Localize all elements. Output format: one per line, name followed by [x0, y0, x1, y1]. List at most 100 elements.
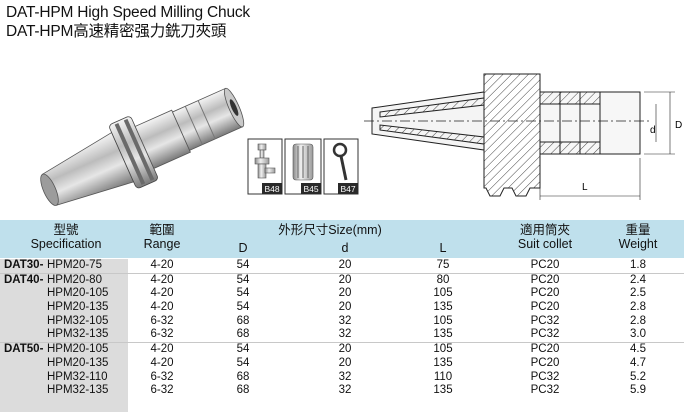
row-model-code: HPM20-105 — [47, 343, 109, 356]
cell-D: 54 — [236, 273, 250, 286]
cell-range: 6-32 — [150, 314, 174, 327]
wrench-icon — [332, 142, 348, 181]
cell-collet: PC20 — [530, 273, 560, 286]
row-model-code: HPM20-80 — [47, 273, 102, 286]
dim-label-D: D — [675, 120, 682, 131]
cell-D: 54 — [236, 301, 250, 314]
table-row: DAT30-HPM20-75 4-20 54 20 75 PC20 1.8 — [0, 259, 684, 273]
cell-d: 20 — [338, 343, 352, 356]
cell-d: 32 — [338, 314, 352, 327]
spec-column-background — [0, 259, 128, 412]
cell-range: 4-20 — [150, 287, 174, 300]
row-series-prefix: DAT40- — [4, 273, 44, 286]
cell-range: 6-32 — [150, 370, 174, 383]
cell-D: 68 — [236, 384, 250, 397]
cell-range: 4-20 — [150, 259, 174, 271]
part-label-b48: B48 — [264, 184, 279, 194]
row-model-code: HPM32-105 — [47, 314, 109, 327]
dim-label-L: L — [582, 182, 588, 193]
cell-D: 54 — [236, 259, 250, 271]
cell-weight: 4.7 — [630, 356, 646, 369]
row-series-prefix: DAT50- — [4, 343, 44, 356]
cell-collet: PC20 — [530, 343, 560, 356]
header-collet-en: Suit collet — [517, 237, 573, 251]
cell-range: 6-32 — [150, 384, 174, 397]
table-header: 型號 Specification 範圍 Range 外形尺寸Size(mm) D… — [0, 220, 684, 258]
row-model-code: HPM20-135 — [47, 356, 109, 369]
cell-d: 20 — [338, 259, 352, 271]
row-model-code: HPM32-135 — [47, 328, 109, 341]
cell-range: 4-20 — [150, 301, 174, 314]
cell-d: 20 — [338, 273, 352, 286]
cell-L: 110 — [433, 370, 453, 383]
cell-weight: 1.8 — [630, 259, 646, 271]
table-row: HPM32-110 6-32 68 32 110 PC32 5.2 — [0, 371, 684, 385]
cell-L: 105 — [433, 314, 453, 327]
header-collet-zh: 適用筒夾 — [519, 223, 570, 237]
technical-drawing — [364, 73, 675, 200]
cell-L: 135 — [433, 384, 453, 397]
header-size: 外形尺寸Size(mm) — [278, 223, 382, 237]
cell-d: 20 — [338, 301, 352, 314]
header-range-zh: 範圍 — [149, 223, 175, 237]
product-illustrations: B48 B45 B47 D d L — [40, 73, 682, 206]
row-model-code: HPM20-135 — [47, 301, 109, 314]
cell-L: 105 — [433, 343, 453, 356]
cell-L: 135 — [433, 301, 453, 314]
part-label-b45: B45 — [303, 184, 318, 194]
row-series-prefix: DAT30- — [4, 259, 44, 271]
cell-D: 54 — [236, 356, 250, 369]
row-model-code: HPM20-75 — [47, 259, 102, 271]
title-english: DAT-HPM High Speed Milling Chuck — [6, 4, 250, 21]
cell-D: 68 — [236, 314, 250, 327]
cell-collet: PC20 — [530, 356, 560, 369]
table-row: HPM20-135 4-20 54 20 135 PC20 2.8 — [0, 301, 684, 315]
row-model-code: HPM32-110 — [47, 370, 108, 383]
cell-weight: 5.9 — [630, 384, 646, 397]
cell-L: 105 — [433, 287, 453, 300]
cell-d: 20 — [338, 356, 352, 369]
cell-D: 54 — [236, 343, 250, 356]
cell-range: 6-32 — [150, 328, 174, 341]
accessory-parts: B48 B45 B47 — [247, 138, 359, 195]
cell-weight: 2.4 — [630, 273, 646, 286]
cell-L: 135 — [433, 328, 453, 341]
cell-weight: 3.0 — [630, 328, 646, 341]
table-row: HPM32-135 6-32 68 32 135 PC32 3.0 — [0, 328, 684, 342]
row-model-code: HPM20-105 — [47, 287, 109, 300]
cell-D: 68 — [236, 328, 250, 341]
header-D: D — [238, 241, 248, 255]
chuck-photo — [40, 87, 245, 206]
header-weight-en: Weight — [618, 237, 658, 251]
cell-collet: PC20 — [530, 301, 560, 314]
cell-collet: PC32 — [530, 314, 560, 327]
cell-range: 4-20 — [150, 356, 174, 369]
row-model-code: HPM32-135 — [47, 384, 109, 397]
cell-collet: PC32 — [530, 328, 560, 341]
cell-collet: PC32 — [530, 384, 560, 397]
header-spec-zh: 型號 — [53, 223, 79, 237]
header-range-en: Range — [143, 237, 181, 251]
title-chinese: DAT-HPM高速精密强力銑刀夾頭 — [6, 23, 227, 40]
pull-stud-icon — [254, 143, 276, 179]
cell-collet: PC20 — [530, 259, 560, 271]
cell-weight: 2.8 — [630, 301, 646, 314]
cell-d: 32 — [338, 328, 352, 341]
header-L: L — [439, 241, 447, 255]
cell-D: 68 — [236, 370, 250, 383]
cell-weight: 5.2 — [630, 370, 646, 383]
collet-icon — [292, 143, 314, 181]
cell-L: 135 — [433, 356, 453, 369]
cell-range: 4-20 — [150, 343, 174, 356]
cell-L: 75 — [436, 259, 450, 271]
dim-label-d: d — [650, 125, 656, 136]
cell-collet: PC32 — [530, 370, 560, 383]
cell-d: 32 — [338, 370, 352, 383]
header-spec-en: Specification — [30, 237, 102, 251]
